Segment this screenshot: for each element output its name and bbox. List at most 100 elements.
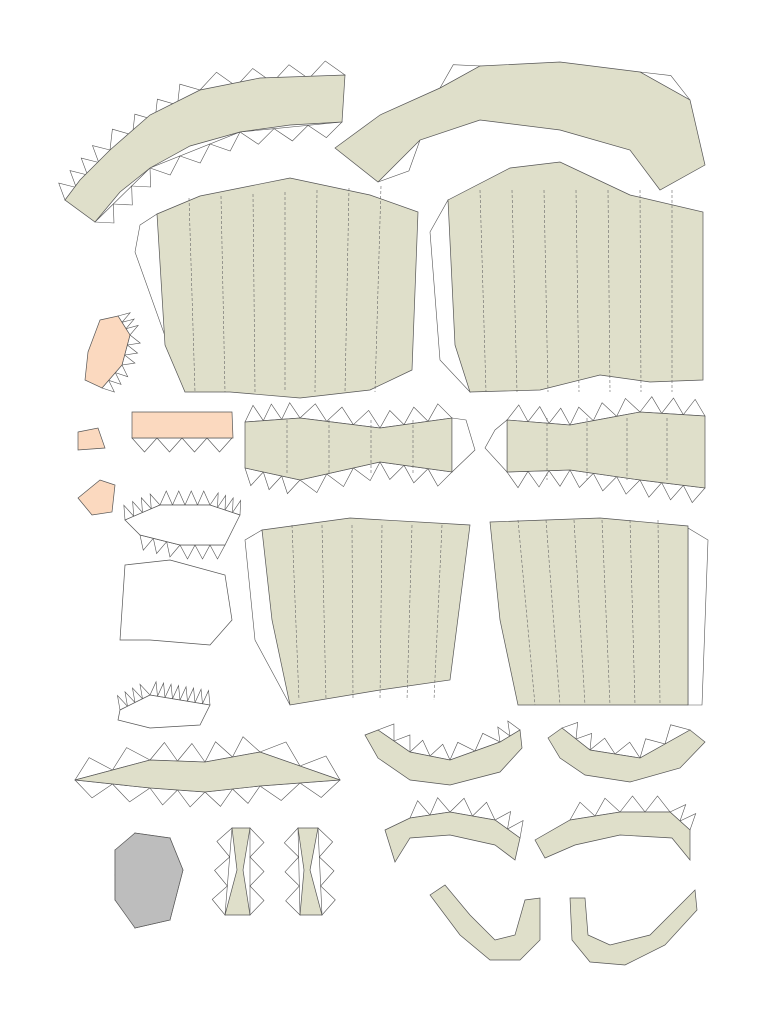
glue-tab <box>194 688 203 705</box>
glue-tab <box>179 143 211 164</box>
glue-tab <box>682 398 706 417</box>
glue-tab <box>283 827 299 858</box>
glue-tab <box>548 469 571 487</box>
right-strut-strip <box>297 827 323 916</box>
glue-tab <box>149 787 179 806</box>
glue-tab <box>548 407 571 426</box>
glue-tab <box>157 681 166 698</box>
glue-tab <box>320 885 336 916</box>
glue-tab <box>179 685 188 702</box>
peach-strip <box>131 411 234 439</box>
glue-tab <box>285 885 301 916</box>
fold-line <box>607 189 611 393</box>
glue-tab <box>262 403 283 422</box>
glue-tab <box>172 684 181 701</box>
fold-line <box>543 189 549 393</box>
right-middle-band <box>506 411 706 489</box>
glue-tab <box>661 397 684 416</box>
right-body-panel <box>447 161 704 393</box>
fold-line <box>188 197 196 393</box>
glue-tab <box>644 795 671 813</box>
left-body-panel <box>156 177 419 399</box>
top-right-arc-band <box>334 61 706 191</box>
fold-line <box>321 524 327 701</box>
fold-line <box>351 524 354 701</box>
fold-line <box>573 519 586 706</box>
fold-line <box>374 185 382 393</box>
glue-tab <box>273 124 309 142</box>
glue-tab <box>149 742 179 762</box>
fold-line <box>406 524 413 701</box>
small-peach-arc <box>84 315 131 389</box>
left-hook <box>429 884 541 961</box>
glue-tab <box>184 490 198 506</box>
fold-line <box>344 187 350 393</box>
glue-tab <box>149 155 181 176</box>
glue-tab <box>131 437 158 453</box>
glue-tab <box>179 544 196 560</box>
glue-tab <box>209 544 226 560</box>
glue-tab <box>206 437 233 453</box>
glue-tab <box>216 827 233 858</box>
right-hook <box>569 889 698 966</box>
glue-tab <box>94 203 115 224</box>
right-middle-band-flap <box>484 419 508 473</box>
left-middle-band-flap <box>451 417 476 473</box>
left-leg-panel <box>261 517 471 706</box>
glue-tab <box>307 121 343 138</box>
glue-tab <box>281 402 301 420</box>
glue-tab <box>249 885 265 916</box>
fold-line <box>575 189 580 393</box>
fold-line <box>517 519 536 706</box>
right-brow-arc <box>534 811 691 861</box>
glue-tab <box>211 885 228 916</box>
glue-tab <box>197 490 211 506</box>
glue-tab <box>209 131 241 152</box>
glue-tab <box>187 686 196 703</box>
glue-tab <box>317 827 334 858</box>
fold-line <box>629 519 636 706</box>
sole-piece <box>114 832 184 929</box>
right-lower-arc <box>547 727 706 783</box>
fold-line <box>433 524 443 701</box>
white-skirt-panel <box>119 559 233 646</box>
glue-tab <box>181 437 208 453</box>
right-leg-panel <box>489 517 689 706</box>
peach-small-cone <box>77 427 106 451</box>
fold-lines <box>188 185 673 706</box>
glue-tab <box>130 167 151 188</box>
peach-curved-piece <box>77 479 116 516</box>
glue-tab <box>159 490 173 506</box>
left-strut-strip <box>224 827 251 916</box>
fold-line <box>601 519 611 706</box>
fold-line <box>220 195 226 393</box>
fold-line <box>252 193 256 393</box>
glue-tab <box>249 856 265 887</box>
glue-tab <box>249 827 265 858</box>
glue-tab <box>176 743 206 763</box>
glue-tab <box>164 683 173 700</box>
glue-tab <box>506 404 529 423</box>
left-lower-arc <box>364 729 523 786</box>
right-leg-panel-flap <box>687 527 709 706</box>
fold-line <box>379 524 383 701</box>
glue-tab <box>639 396 663 414</box>
glue-tab <box>506 471 529 489</box>
glue-tab <box>172 490 186 506</box>
glue-tab <box>194 544 211 560</box>
fold-line <box>639 189 642 393</box>
fold-line <box>657 519 661 706</box>
fold-line <box>291 524 300 701</box>
glue-tab <box>619 795 646 813</box>
glue-tab <box>156 437 183 453</box>
glue-tab <box>202 689 211 706</box>
left-brow-arc <box>384 811 521 863</box>
white-fan-piece <box>117 694 211 729</box>
glue-tab <box>284 856 300 887</box>
glue-tab <box>176 789 206 808</box>
glue-tab <box>149 680 158 697</box>
fold-line <box>479 189 487 393</box>
bottom-long-band <box>74 751 341 793</box>
fold-line <box>545 519 561 706</box>
